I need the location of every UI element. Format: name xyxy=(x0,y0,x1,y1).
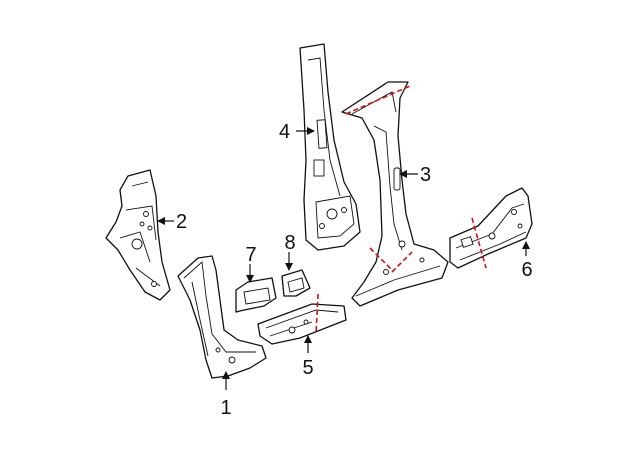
cut-line-part-5 xyxy=(315,293,319,335)
part-7-bracket[interactable] xyxy=(235,277,277,313)
callout-2[interactable]: 2 xyxy=(176,211,187,233)
callout-1[interactable]: 1 xyxy=(220,397,231,419)
part-5-rocker-extension[interactable] xyxy=(257,303,347,345)
callout-4[interactable]: 4 xyxy=(279,121,290,143)
part-6-rear-rocker-section[interactable] xyxy=(449,187,533,269)
cut-line-part-3-right xyxy=(391,251,413,273)
callout-3[interactable]: 3 xyxy=(420,164,431,186)
part-2-hinge-reinforcement[interactable] xyxy=(105,169,171,301)
cut-line-part-6 xyxy=(471,217,487,269)
part-3-center-pillar-panel[interactable] xyxy=(341,81,449,307)
callout-5[interactable]: 5 xyxy=(302,357,313,379)
callout-8[interactable]: 8 xyxy=(284,232,295,254)
part-4-inner-center-pillar[interactable] xyxy=(299,43,361,251)
cut-line-part-3-top xyxy=(345,85,411,115)
part-8-bracket[interactable] xyxy=(281,269,311,297)
callout-7[interactable]: 7 xyxy=(245,244,256,266)
part-1-front-pillar[interactable] xyxy=(177,255,267,379)
cut-line-part-3-left xyxy=(369,247,393,271)
callout-6[interactable]: 6 xyxy=(521,259,532,281)
